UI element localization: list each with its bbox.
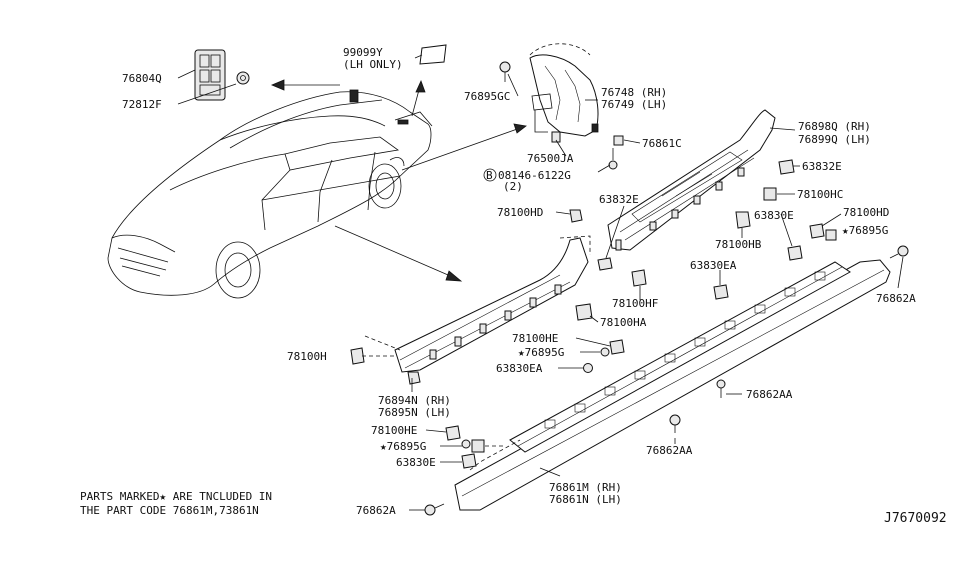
label-78100HC: 78100HC bbox=[797, 188, 843, 201]
label-78100HE-low: 78100HE bbox=[371, 424, 417, 437]
rear-mudguard-part bbox=[499, 43, 624, 170]
label-76894N: 76894N (RH) bbox=[378, 394, 451, 407]
label-76861M: 76861M (RH) bbox=[549, 481, 622, 494]
label-76862AA-mid: 76862AA bbox=[646, 444, 693, 457]
grommet-bracket-part bbox=[194, 49, 250, 101]
label-63832E-right: 63832E bbox=[802, 160, 842, 173]
label-76804Q: 76804Q bbox=[122, 72, 162, 85]
label-63830EA-top: 63830EA bbox=[690, 259, 737, 272]
sill-clip-slots bbox=[544, 271, 826, 429]
label-72812F: 72812F bbox=[122, 98, 162, 111]
label-76749: 76749 (LH) bbox=[601, 98, 667, 111]
label-76862AA-right: 76862AA bbox=[746, 388, 793, 401]
label-08146-6122G: 08146-6122G bbox=[498, 169, 571, 182]
note-line-2: THE PART CODE 76861M,73861N bbox=[80, 504, 259, 517]
label-78100HB: 78100HB bbox=[715, 238, 762, 251]
label-99099Y: 99099Y bbox=[343, 46, 383, 59]
label-78100HD-right: 78100HD bbox=[843, 206, 889, 219]
label-78100HF: 78100HF bbox=[612, 297, 658, 310]
label-76899Q: 76899Q (LH) bbox=[798, 133, 871, 146]
label-lh-only: (LH ONLY) bbox=[343, 58, 403, 71]
label-63830E-low: 63830E bbox=[396, 456, 436, 469]
car-illustration bbox=[107, 89, 433, 299]
label-78100HA: 78100HA bbox=[600, 316, 647, 329]
fastener-clips bbox=[350, 159, 909, 516]
label-76895N: 76895N (LH) bbox=[378, 406, 451, 419]
label-bolt-b: B bbox=[486, 169, 493, 182]
rear-kick-plate-part bbox=[607, 109, 776, 251]
label-78100H: 78100H bbox=[287, 350, 327, 363]
label-76862A-right: 76862A bbox=[876, 292, 916, 305]
label-qty-2: (2) bbox=[503, 180, 523, 193]
pointer-arrows bbox=[270, 79, 527, 282]
label-76895G-low: ★76895G bbox=[380, 440, 426, 453]
label-76895G-mid: ★76895G bbox=[518, 346, 564, 359]
label-63830E-right: 63830E bbox=[754, 209, 794, 222]
label-76500JA: 76500JA bbox=[527, 152, 574, 165]
label-63832E-top: 63832E bbox=[599, 193, 639, 206]
label-76895GC: 76895GC bbox=[464, 90, 510, 103]
note-line-1: PARTS MARKED★ ARE TNCLUDED IN bbox=[80, 490, 272, 503]
label-78100HD-left: 78100HD bbox=[497, 206, 543, 219]
front-kick-plate-part bbox=[394, 235, 591, 385]
label-76862A-low: 76862A bbox=[356, 504, 396, 517]
bolt-symbol-circle bbox=[483, 168, 497, 182]
label-76895G-right: ★76895G bbox=[842, 224, 888, 237]
footnote: PARTS MARKED★ ARE TNCLUDED IN THE PART C… bbox=[80, 490, 272, 517]
label-63830EA-mid: 63830EA bbox=[496, 362, 543, 375]
leader-lines bbox=[177, 54, 904, 511]
label-76748: 76748 (RH) bbox=[601, 86, 667, 99]
figure-code: J7670092 bbox=[884, 511, 947, 526]
label-76898Q: 76898Q (RH) bbox=[798, 120, 871, 133]
label-76861C: 76861C bbox=[642, 137, 682, 150]
label-sticker-part bbox=[419, 44, 447, 65]
part-number-labels: 76804Q 72812F 99099Y (LH ONLY) 76895GC 7… bbox=[122, 46, 916, 517]
label-78100HE-mid: 78100HE bbox=[512, 332, 558, 345]
label-76861N: 76861N (LH) bbox=[549, 493, 622, 506]
side-sill-moulding-part bbox=[454, 259, 891, 511]
